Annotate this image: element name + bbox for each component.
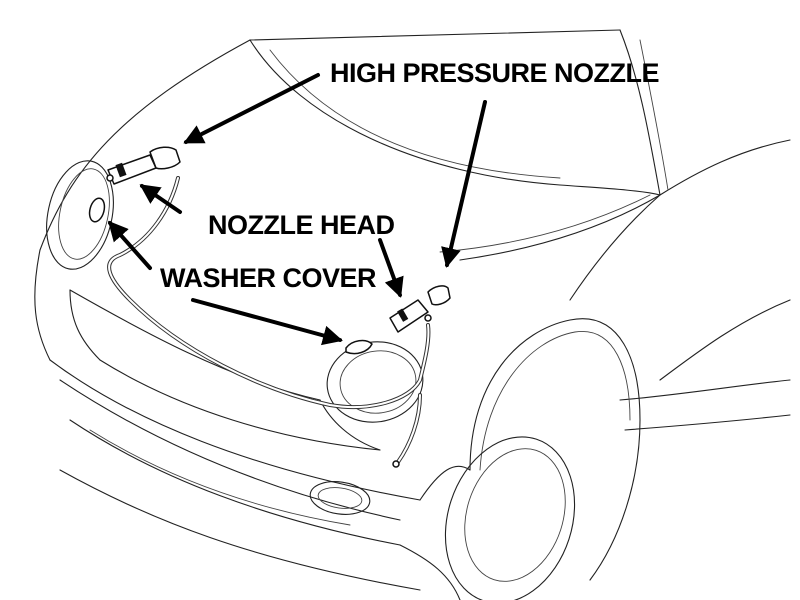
right-washer-cover (345, 339, 373, 355)
left-nozzle-assembly (106, 146, 181, 185)
label-washer-cover: WASHER COVER (160, 263, 376, 293)
left-washer-cover (88, 197, 106, 223)
car-outline (34, 29, 791, 600)
label-high-pressure-nozzle: HIGH PRESSURE NOZZLE (330, 58, 659, 88)
arrow-high-pressure-right (441, 100, 487, 268)
arrow-high-pressure-left (183, 73, 320, 144)
right-nozzle-assembly (389, 285, 451, 333)
leader-arrows (108, 73, 487, 346)
arrow-washer-cover-left (108, 220, 152, 270)
arrow-washer-cover-right (191, 298, 343, 346)
arrow-nozzle-head-right (378, 238, 404, 298)
arrow-nozzle-head-left (139, 184, 182, 214)
washer-hose (107, 176, 431, 468)
label-nozzle-head: NOZZLE HEAD (208, 210, 395, 240)
